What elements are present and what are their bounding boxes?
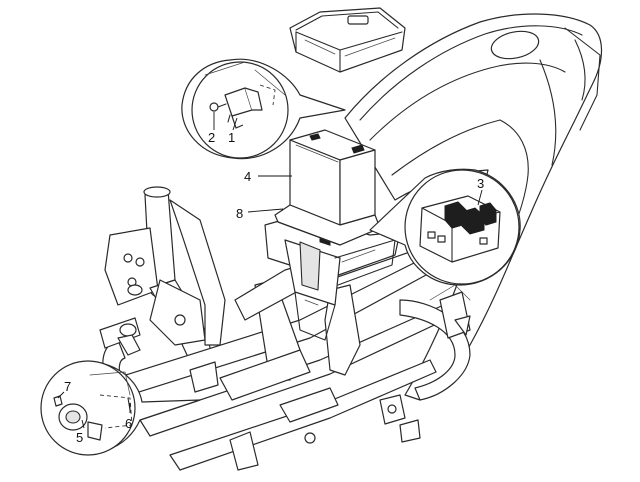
callout-7: 7 xyxy=(64,379,71,394)
main-frame xyxy=(99,186,471,471)
callout-labels: 1 2 3 4 5 6 7 8 xyxy=(64,130,484,445)
battery-pad xyxy=(274,204,381,246)
callout-4: 4 xyxy=(244,169,251,184)
callout-5: 5 xyxy=(76,430,83,445)
detail-view-fuse-box xyxy=(369,168,521,286)
leader-lines xyxy=(57,112,483,429)
callout-3: 3 xyxy=(477,176,484,191)
callout-8: 8 xyxy=(236,206,243,221)
detail-view-relay-bracket xyxy=(181,58,346,160)
battery-cover xyxy=(289,7,406,73)
battery xyxy=(289,129,376,246)
callout-1: 1 xyxy=(228,130,235,145)
callout-6: 6 xyxy=(125,416,132,431)
callout-2: 2 xyxy=(208,130,215,145)
battery-cradle xyxy=(264,214,401,341)
detail-view-horn xyxy=(40,360,201,456)
